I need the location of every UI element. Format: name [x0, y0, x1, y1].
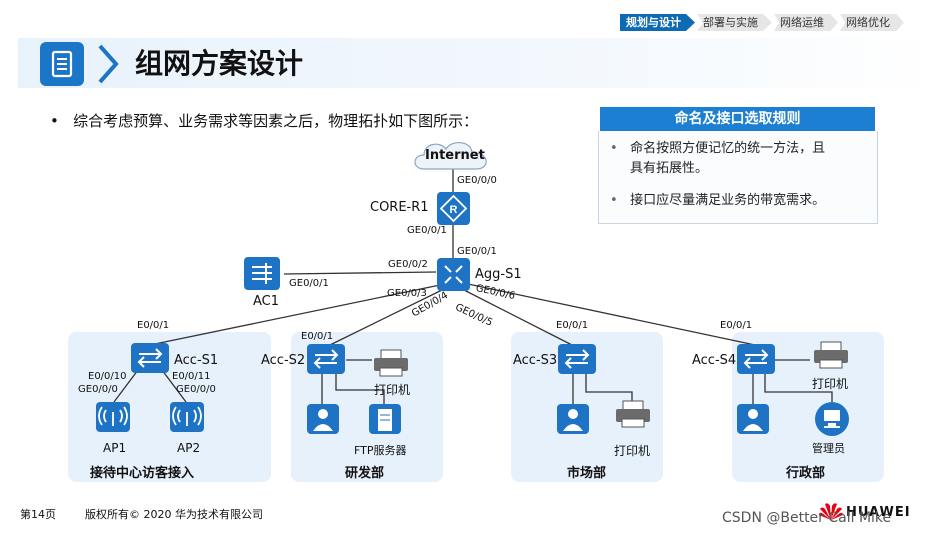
breadcrumb-item-deploy[interactable]: 部署与实施 — [697, 14, 772, 31]
ap1-label: AP1 — [103, 441, 127, 455]
s2-printer-label: 打印机 — [374, 383, 411, 397]
page-number: 第14页 — [20, 508, 56, 521]
link-s1-ap2 — [161, 369, 187, 403]
link-agg-s4 — [467, 283, 756, 346]
main-bullet: • 综合考虑预算、业务需求等因素之后，物理拓扑如下图所示： — [50, 110, 478, 131]
user-icon[interactable] — [557, 404, 589, 434]
watermark: CSDN @Better Call Mike — [722, 510, 892, 526]
access-point-icon[interactable] — [170, 402, 204, 432]
user-icon[interactable] — [737, 404, 769, 434]
wireless-controller-icon[interactable] — [244, 257, 280, 290]
agg-port-s1: GE0/0/3 — [387, 288, 427, 299]
rules-title: 命名及接口选取规则 — [600, 107, 875, 131]
rule-item-1: • 命名按照方便记忆的统一方法，且 具有拓展性。 — [610, 139, 825, 179]
printer-icon[interactable] — [813, 341, 849, 369]
agg-name: Agg-S1 — [475, 267, 522, 282]
core-switch-icon[interactable] — [437, 258, 470, 291]
access-switch-icon[interactable] — [307, 344, 345, 374]
user-icon[interactable] — [307, 404, 339, 434]
breadcrumb-item-ops[interactable]: 网络运维 — [774, 14, 838, 31]
bullet-dot-icon: • — [50, 112, 74, 130]
router-icon[interactable]: R — [437, 192, 470, 225]
copyright: 版权所有© 2020 华为技术有限公司 — [85, 508, 263, 521]
acc-s3-name: Acc-S3 — [513, 353, 558, 368]
acc-s1-name: Acc-S1 — [174, 353, 219, 368]
rule-1-line1: 命名按照方便记忆的统一方法，且 — [630, 141, 826, 156]
ac-name: AC1 — [253, 294, 280, 309]
title-bar — [18, 38, 943, 88]
rule-2-line1: 接口应尽量满足业务的带宽需求。 — [630, 193, 826, 208]
link-s2-ftp — [335, 372, 385, 405]
acc-s4-port-up: E0/0/1 — [720, 320, 753, 331]
access-switch-icon[interactable] — [131, 343, 169, 373]
ftp-label: FTP服务器 — [354, 444, 407, 457]
zone-reception-label: 接待中心访客接入 — [90, 466, 195, 481]
acc-s1-port-ap1: E0/0/10 — [88, 371, 127, 382]
acc-s3-port-up: E0/0/1 — [556, 320, 589, 331]
chevron-right-icon — [98, 44, 119, 84]
core-name: CORE-R1 — [370, 200, 429, 215]
link-s3-printer — [585, 372, 633, 402]
bullet-dot-icon: • — [610, 141, 631, 156]
main-bullet-text: 综合考虑预算、业务需求等因素之后，物理拓扑如下图所示： — [73, 112, 479, 130]
acc-s2-name: Acc-S2 — [261, 353, 306, 368]
s3-printer-label: 打印机 — [614, 444, 651, 458]
agg-port-up: GE0/0/1 — [457, 246, 497, 257]
agg-port-ac: GE0/0/2 — [388, 259, 428, 270]
breadcrumb-item-optimize[interactable]: 网络优化 — [840, 14, 904, 31]
rules-panel — [598, 131, 878, 224]
access-point-icon[interactable] — [96, 402, 130, 432]
core-port-down: GE0/0/1 — [407, 225, 447, 236]
ap1-port: GE0/0/0 — [78, 384, 118, 395]
core-port-up: GE0/0/0 — [457, 175, 497, 186]
huawei-logo-icon — [819, 503, 843, 520]
zone-admin-label: 行政部 — [786, 466, 826, 481]
s4-printer-label: 打印机 — [812, 377, 849, 391]
printer-icon[interactable] — [373, 349, 409, 377]
link-agg-s1 — [149, 284, 441, 346]
printer-icon[interactable] — [615, 400, 651, 428]
ftp-server-icon[interactable] — [369, 404, 401, 434]
document-icon — [40, 42, 84, 86]
acc-s1-port-up: E0/0/1 — [137, 320, 170, 331]
admin-icon[interactable] — [815, 402, 849, 436]
breadcrumb-item-plan[interactable]: 规划与设计 — [620, 14, 695, 31]
zone-rd-label: 研发部 — [345, 466, 385, 481]
ac-port: GE0/0/1 — [289, 278, 329, 289]
ap2-port: GE0/0/0 — [176, 384, 216, 395]
page-title: 组网方案设计 — [135, 47, 304, 80]
cloud-icon — [414, 142, 487, 170]
bullet-dot-icon: • — [610, 193, 631, 208]
internet-label: Internet — [425, 148, 485, 163]
zone-marketing-label: 市场部 — [567, 466, 607, 481]
rule-item-2: • 接口应尽量满足业务的带宽需求。 — [610, 191, 825, 211]
link-s4-admin — [764, 372, 833, 405]
link-ac-agg — [283, 271, 437, 275]
ap2-label: AP2 — [177, 441, 201, 455]
acc-s4-name: Acc-S4 — [692, 353, 737, 368]
admin-label: 管理员 — [812, 442, 845, 455]
breadcrumb: 规划与设计 部署与实施 网络运维 网络优化 — [620, 14, 906, 31]
rule-1-line2: 具有拓展性。 — [630, 161, 709, 176]
brand-name: HUAWEI — [846, 505, 911, 520]
link-s1-ap1 — [113, 369, 139, 403]
link-agg-s2 — [329, 288, 445, 346]
access-switch-icon[interactable] — [737, 344, 775, 374]
link-agg-s3 — [461, 288, 573, 346]
acc-s2-port-up: E0/0/1 — [301, 331, 334, 342]
svg-text:R: R — [450, 204, 458, 216]
access-switch-icon[interactable] — [558, 344, 596, 374]
acc-s1-port-ap2: E0/0/11 — [172, 371, 211, 382]
